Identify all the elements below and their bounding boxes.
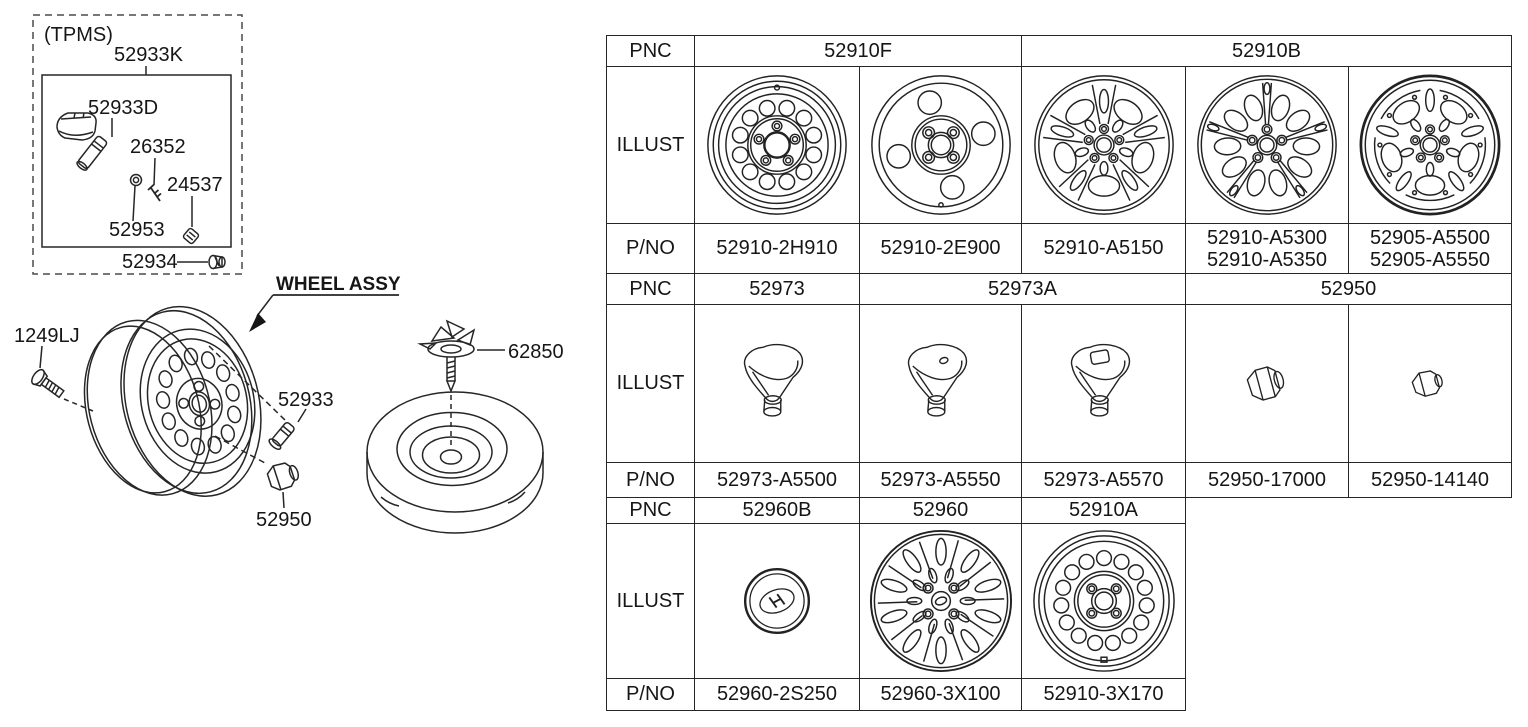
spare-tire-illustration — [366, 391, 544, 534]
pno-cell-52973-A5570: 52973-A5570 — [1021, 462, 1186, 498]
pno-cell-52950-17000: 52950-17000 — [1185, 462, 1349, 498]
pno-cell-52973-A5550: 52973-A5550 — [859, 462, 1022, 498]
pnc-header-52973A: 52973A — [859, 273, 1186, 305]
pno-cell-52910-2E900: 52910-2E900 — [859, 223, 1022, 274]
tpms-sensor-illustration — [56, 112, 97, 141]
exploded-diagram: (TPMS) 52933K 52933D 26352 24537 52953 5… — [14, 14, 564, 534]
tpms-grommet-illustration — [129, 173, 143, 187]
pno-cell-52973-A5500: 52973-A5500 — [694, 462, 860, 498]
pno-cell-52950-14140: 52950-14140 — [1348, 462, 1512, 498]
illust-balance-weight-b — [859, 304, 1022, 463]
illust-balance-weight-c — [1021, 304, 1186, 463]
tpms-dashed-box — [32, 14, 243, 275]
wheel-vent-holes — [155, 347, 242, 456]
pno-row-label: P/NO — [606, 223, 695, 274]
illust-center-cap — [694, 523, 860, 679]
lug-nut-illustration — [266, 462, 300, 491]
table-blank-area — [1185, 497, 1512, 711]
valve-stem-label: 52933 — [278, 389, 334, 411]
illust-alloy-wheel-5spoke — [1021, 66, 1186, 224]
tpms-cap-label: 52934 — [122, 251, 178, 273]
illust-row-label: ILLUST — [606, 66, 695, 224]
pno-cell-52960-3X100: 52960-3X100 — [859, 678, 1022, 711]
tpms-grommet-label: 52953 — [109, 219, 165, 241]
spare-clamp-label: 62850 — [508, 341, 564, 363]
pno-row-label: P/NO — [606, 678, 695, 711]
tpms-kit-box — [41, 74, 232, 248]
pnc-row-label: PNC — [606, 273, 695, 305]
pnc-row-label: PNC — [606, 35, 695, 67]
pno-cell-52910-2H910: 52910-2H910 — [694, 223, 860, 274]
tpms-screw-illustration — [147, 183, 162, 202]
pnc-row-label: PNC — [606, 497, 695, 524]
pno-cell-52960-2S250: 52960-2S250 — [694, 678, 860, 711]
pno-cell-52910-A5150: 52910-A5150 — [1021, 223, 1186, 274]
illust-lug-nut-capped — [1348, 304, 1512, 463]
pnc-header-52910B: 52910B — [1021, 35, 1512, 67]
pnc-header-52910F: 52910F — [694, 35, 1022, 67]
pnc-header-52950: 52950 — [1185, 273, 1512, 305]
valve-stem-illustration — [268, 421, 295, 451]
tpms-sensor-label: 52933D — [88, 97, 158, 119]
pnc-header-52960B: 52960B — [694, 497, 860, 524]
pnc-header-52960: 52960 — [859, 497, 1022, 524]
illust-lug-nut-flanged — [1185, 304, 1349, 463]
tpms-box-label: (TPMS) — [44, 24, 113, 46]
illust-row-label: ILLUST — [606, 523, 695, 679]
illust-steel-wheel-12hole — [694, 66, 860, 224]
pnc-header-52910A: 52910A — [1021, 497, 1186, 524]
illust-steel-wheel-16hole — [1021, 523, 1186, 679]
illust-row-label: ILLUST — [606, 304, 695, 463]
wheel-assy-illustration — [83, 305, 262, 497]
hub-bolt-illustration — [31, 368, 65, 399]
illust-alloy-wheel-split-spoke — [1185, 66, 1349, 224]
tpms-nut-label: 24537 — [167, 174, 223, 196]
lug-nut-label: 52950 — [256, 509, 312, 531]
wheel-assy-label: WHEEL ASSY — [276, 274, 401, 295]
pnc-header-52973: 52973 — [694, 273, 860, 305]
pno-row-label: P/NO — [606, 462, 695, 498]
illust-spare-steel-wheel — [859, 66, 1022, 224]
tpms-kit-label: 52933K — [114, 44, 184, 66]
wheel-assy-callout — [249, 294, 399, 332]
pno-cell-52910-3X170: 52910-3X170 — [1021, 678, 1186, 711]
tpms-screw-label: 26352 — [130, 136, 186, 158]
tpms-nut-illustration — [182, 227, 200, 245]
spare-clamp-illustration — [417, 319, 476, 394]
illust-balance-weight-a — [694, 304, 860, 463]
tpms-valve-stem-illustration — [76, 135, 108, 171]
illust-wheel-cover — [859, 523, 1022, 679]
hub-bolt-label: 1249LJ — [14, 325, 80, 347]
tpms-cap-illustration — [208, 254, 226, 270]
illust-alloy-wheel-dark — [1348, 66, 1512, 224]
